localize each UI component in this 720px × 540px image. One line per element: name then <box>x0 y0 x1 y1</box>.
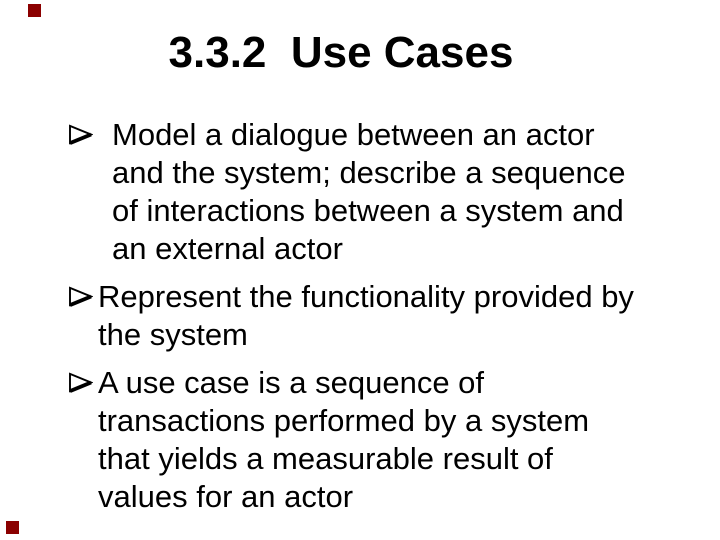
red-corner-marker-bottom <box>6 521 19 534</box>
bullet-text-line: of interactions between a system and <box>112 193 624 228</box>
arrow-bullet-icon <box>69 124 93 145</box>
slide-title: 3.3.2 Use Cases <box>168 28 514 77</box>
red-corner-marker-top <box>28 4 41 17</box>
bullet-text-line: an external actor <box>112 231 343 266</box>
bullet-text-line: the system <box>98 317 248 352</box>
arrow-bullet-icon <box>69 286 93 307</box>
bullet-text-line: A use case is a sequence of <box>98 365 485 400</box>
bullet-item: Represent the functionality provided by … <box>68 278 674 354</box>
bullet-text-line: transactions performed by a system <box>98 403 590 438</box>
bullet-text-line: that yields a measurable result of <box>98 441 553 476</box>
bullet-text-line: and the system; describe a sequence <box>112 155 626 190</box>
bullet-item: A use case is a sequence of transactions… <box>68 364 674 516</box>
bullet-item: Model a dialogue between an actor and th… <box>68 116 674 268</box>
bullet-text-line: Represent the functionality provided by <box>98 279 634 314</box>
bullet-list: Model a dialogue between an actor and th… <box>68 116 674 526</box>
bullet-text-line: values for an actor <box>98 479 354 514</box>
bullet-text-line: Model a dialogue between an actor <box>112 117 595 152</box>
arrow-bullet-icon <box>69 372 93 393</box>
